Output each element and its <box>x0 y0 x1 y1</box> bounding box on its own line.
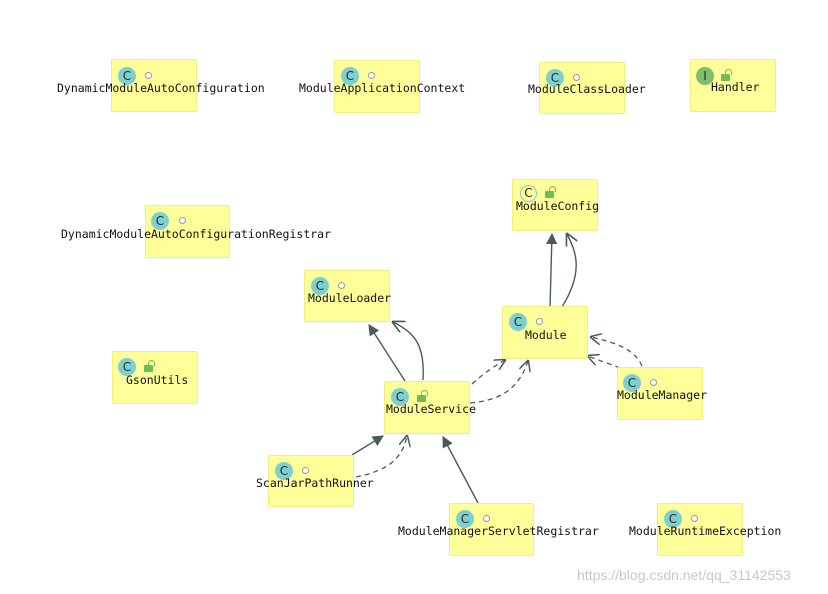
package-visibility-icon <box>145 72 152 79</box>
class-icon: C <box>275 462 293 480</box>
node-label: DynamicModuleAutoConfiguration <box>57 81 265 95</box>
class-icon: C <box>520 185 537 202</box>
edge-moduleservice-moduleloader-curved <box>393 322 424 381</box>
class-icon: C <box>151 212 169 230</box>
node-label: ModuleClassLoader <box>528 82 646 96</box>
public-lock-icon <box>545 186 556 198</box>
class-icon: C <box>456 510 474 528</box>
edge-modulemanager-module-dashed <box>588 356 621 369</box>
class-icon: C <box>391 388 409 406</box>
class-icon: C <box>623 374 641 392</box>
node-label: ScanJarPathRunner <box>256 476 374 490</box>
package-visibility-icon <box>338 282 345 289</box>
interface-icon: I <box>696 67 714 85</box>
class-icon: C <box>341 67 359 85</box>
node-label: ModuleRuntimeException <box>629 524 782 538</box>
edge-moduleservice-module-dashed-curved <box>469 361 528 404</box>
package-visibility-icon <box>179 217 186 224</box>
public-lock-icon <box>417 390 428 402</box>
package-visibility-icon <box>650 379 657 386</box>
edge-moduleservice-moduleloader <box>368 324 406 382</box>
package-visibility-icon <box>302 467 309 474</box>
edge-modulemanager-module-dashed-curved <box>591 337 643 367</box>
node-label: ModuleService <box>386 402 477 416</box>
node-label: ModuleApplicationContext <box>299 81 466 95</box>
edge-scan-moduleservice <box>351 435 384 456</box>
class-icon: C <box>664 510 682 528</box>
public-lock-icon <box>721 69 732 81</box>
watermark: https://blog.csdn.net/qq_31142553 <box>577 567 791 583</box>
node-label: Handler <box>711 80 760 94</box>
package-visibility-icon <box>483 515 490 522</box>
public-lock-icon <box>144 360 155 372</box>
class-icon: C <box>118 67 136 85</box>
node-label: ModuleConfig <box>516 199 600 213</box>
node-label: Module <box>525 328 567 342</box>
class-icon: C <box>118 358 136 376</box>
node-label: ModuleLoader <box>308 291 392 305</box>
package-visibility-icon <box>573 74 580 81</box>
package-visibility-icon <box>691 515 698 522</box>
node-label: ModuleManagerServletRegistrar <box>398 524 599 538</box>
class-icon: C <box>509 313 527 331</box>
edge-module-moduleconfig-curved <box>561 234 576 308</box>
edge-moduleservice-module-dashed <box>471 360 505 385</box>
node-label: DynamicModuleAutoConfigurationRegistrar <box>61 227 332 241</box>
class-icon: C <box>546 69 564 87</box>
node-label: ModuleManager <box>617 388 708 402</box>
edge-module-moduleconfig <box>546 232 558 309</box>
package-visibility-icon <box>368 72 375 79</box>
edge-msr-moduleservice <box>442 436 479 504</box>
package-visibility-icon <box>536 318 543 325</box>
edge-scan-moduleservice-dashed <box>355 436 407 478</box>
node-label: GsonUtils <box>126 373 189 387</box>
class-icon: C <box>311 277 329 295</box>
